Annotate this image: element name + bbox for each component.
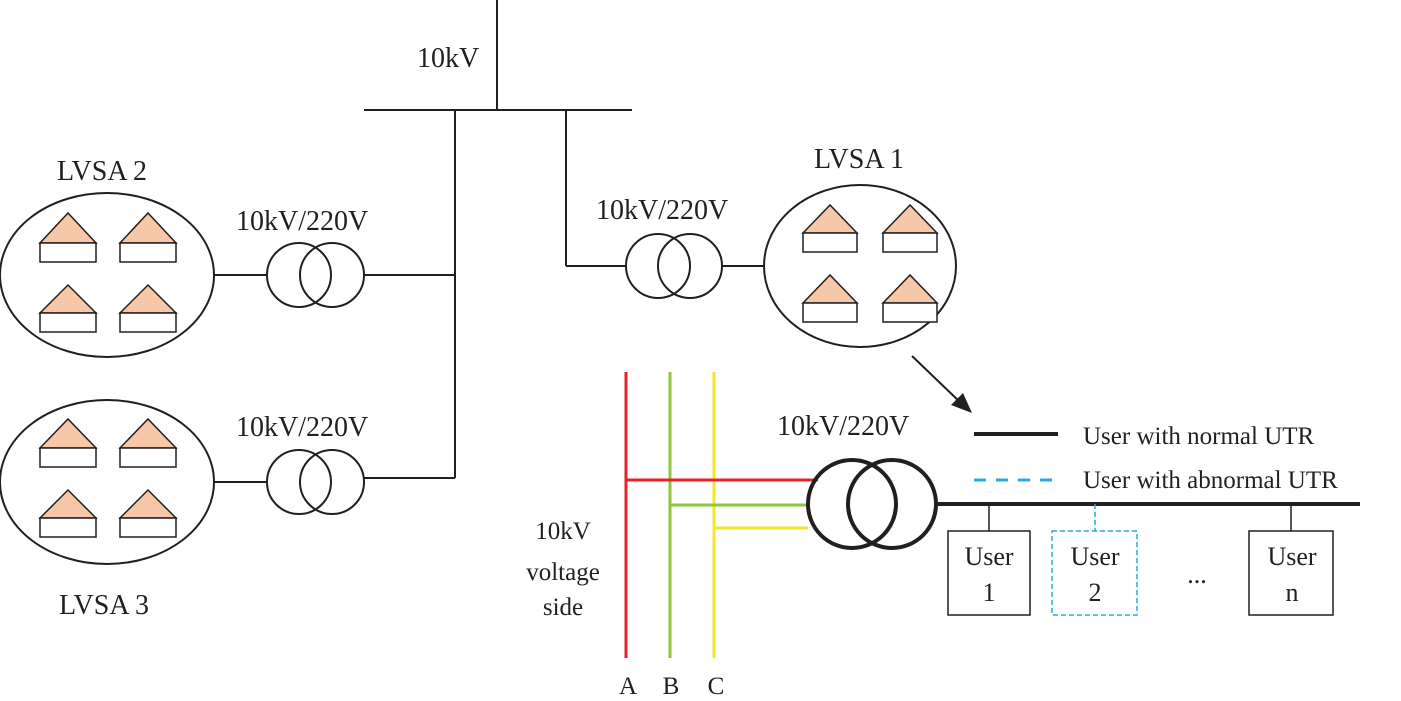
house-icon	[38, 211, 98, 263]
voltage-side-label-line3: side	[543, 594, 583, 621]
house-icon	[118, 417, 178, 468]
upper-network	[214, 0, 765, 483]
house-body	[882, 302, 938, 323]
transformer-lvsa1	[625, 233, 723, 299]
legend-abnormal-label: User with abnormal UTR	[1083, 467, 1338, 494]
house-body	[119, 447, 177, 468]
house-body	[119, 242, 177, 263]
house-roof	[801, 203, 859, 234]
house-body	[802, 232, 858, 253]
voltage-side-label-line1: 10kV	[535, 518, 591, 545]
house-body	[39, 447, 97, 468]
house-body	[802, 302, 858, 323]
bus-label: 10kV	[417, 43, 479, 74]
user-2-label-line2: 2	[1089, 578, 1102, 607]
house-icon	[118, 283, 178, 333]
user-2-label-line1: User	[1070, 542, 1119, 571]
house-body	[882, 232, 938, 253]
house-roof	[38, 211, 98, 244]
lvsa1-label: LVSA 1	[814, 144, 904, 175]
user-1-label-line1: User	[964, 542, 1013, 571]
user-1-label-line2: 1	[983, 578, 996, 607]
transformer-lvsa2	[266, 242, 365, 308]
house-icon	[38, 283, 98, 333]
house-roof	[881, 273, 939, 304]
lvsa3-area	[0, 399, 215, 565]
transformer-lvsa3-label: 10kV/220V	[236, 412, 368, 443]
transformer-detail	[806, 458, 938, 550]
house-icon	[881, 203, 939, 253]
users-ellipsis: ...	[1187, 560, 1207, 589]
house-roof	[801, 273, 859, 304]
house-body	[39, 312, 97, 333]
legend-normal-label: User with normal UTR	[1083, 423, 1315, 450]
house-roof	[38, 488, 98, 519]
house-body	[39, 517, 97, 538]
user-n-label-line1: User	[1267, 542, 1316, 571]
lvsa2-label: LVSA 2	[57, 156, 147, 187]
house-body	[119, 517, 177, 538]
house-roof	[38, 417, 98, 449]
phase-c-label: C	[708, 673, 725, 700]
house-icon	[881, 273, 939, 323]
user-2-box	[1051, 530, 1138, 616]
house-body	[119, 312, 177, 333]
user-n-label-line2: n	[1286, 578, 1299, 607]
house-icon	[801, 273, 859, 323]
transformer-lvsa1-label: 10kV/220V	[596, 195, 728, 226]
transformer-lvsa3	[266, 449, 365, 515]
arrow-head-icon	[951, 393, 972, 413]
house-icon	[801, 203, 859, 253]
user-1-box	[947, 530, 1031, 616]
house-roof	[118, 283, 178, 314]
detail-arrow	[911, 355, 972, 413]
house-roof	[118, 488, 178, 519]
house-icon	[38, 417, 98, 468]
voltage-side-label-line2: voltage	[526, 559, 600, 586]
lvsa1-area	[763, 184, 957, 348]
house-roof	[38, 283, 98, 314]
house-roof	[118, 417, 178, 449]
user-n-box	[1248, 530, 1334, 616]
house-icon	[118, 211, 178, 263]
house-roof	[118, 211, 178, 244]
phase-b-label: B	[663, 673, 680, 700]
transformer-lvsa2-label: 10kV/220V	[236, 206, 368, 237]
lvsa2-area	[0, 192, 215, 358]
house-icon	[38, 488, 98, 538]
house-icon	[118, 488, 178, 538]
houses	[38, 203, 939, 538]
transformer-detail-label: 10kV/220V	[777, 411, 909, 442]
house-body	[39, 242, 97, 263]
phase-a-label: A	[619, 673, 637, 700]
lvsa3-label: LVSA 3	[59, 590, 149, 621]
